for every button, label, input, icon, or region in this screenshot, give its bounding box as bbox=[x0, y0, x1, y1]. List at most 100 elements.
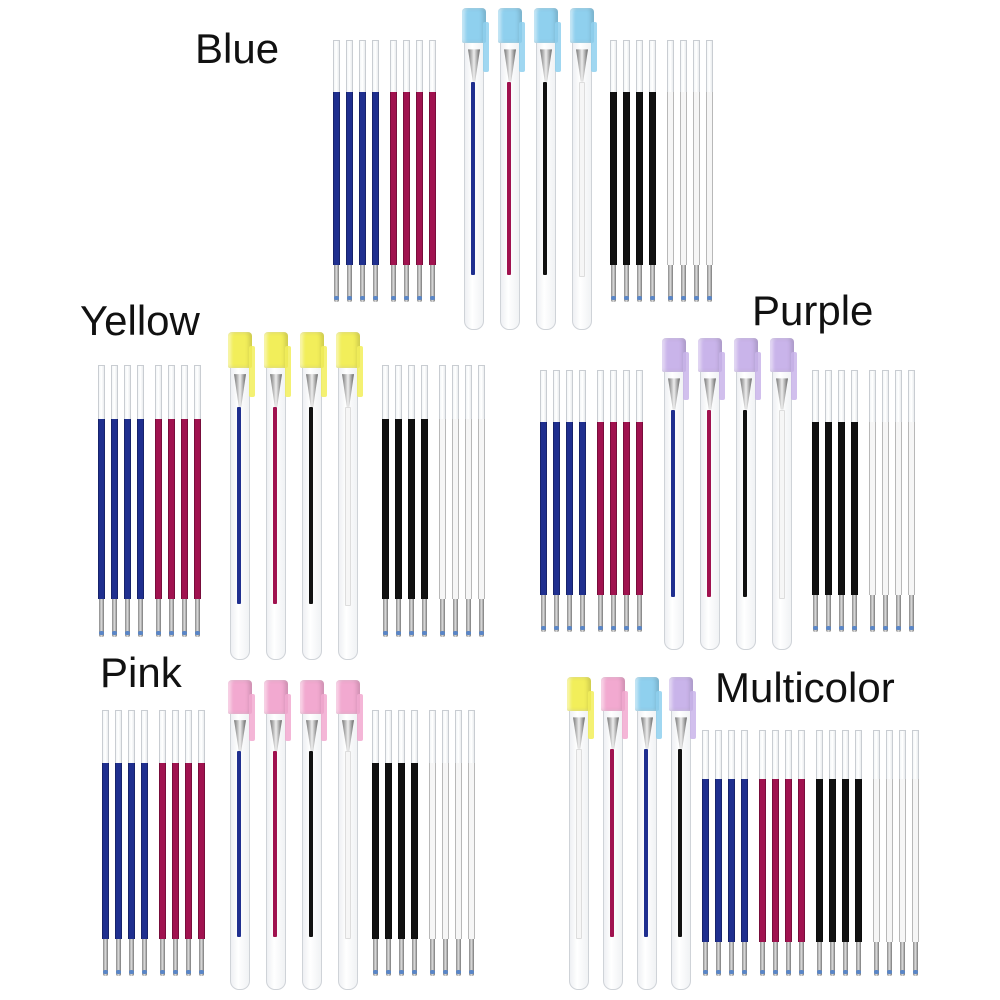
gel-pen bbox=[264, 332, 291, 660]
refill-ink bbox=[395, 419, 402, 599]
refill bbox=[421, 365, 428, 637]
refill-ink bbox=[785, 779, 792, 942]
refill-ink bbox=[168, 419, 175, 599]
refill-tip bbox=[856, 941, 861, 976]
refill-clear-section bbox=[649, 40, 656, 94]
refill-ink bbox=[610, 422, 617, 596]
variant-label-purple: Purple bbox=[752, 287, 874, 334]
refill-tip bbox=[624, 595, 629, 632]
refill bbox=[706, 40, 713, 302]
refill bbox=[785, 730, 792, 976]
refill-tip bbox=[760, 941, 765, 976]
refill-clear-section bbox=[816, 730, 823, 781]
pen-cap bbox=[228, 680, 252, 715]
refill-tip bbox=[611, 595, 616, 632]
pen-ink bbox=[345, 406, 351, 606]
refill-ink bbox=[579, 422, 586, 596]
refill-clear-section bbox=[346, 40, 353, 94]
refill bbox=[772, 730, 779, 976]
refill-clear-section bbox=[137, 365, 144, 421]
refill bbox=[429, 710, 436, 976]
variant-label-pink: Pink bbox=[100, 649, 182, 696]
refill-ink bbox=[452, 419, 459, 599]
refill-clear-section bbox=[124, 365, 131, 421]
pen-ink bbox=[610, 748, 614, 937]
refill bbox=[667, 40, 674, 302]
pen-cap bbox=[635, 677, 659, 712]
refill-tip bbox=[913, 941, 918, 976]
refill-ink bbox=[385, 763, 392, 939]
refill bbox=[579, 370, 586, 632]
refill-tip bbox=[852, 595, 857, 632]
refill-ink bbox=[141, 763, 148, 939]
refill-clear-section bbox=[398, 710, 405, 765]
refill-ink bbox=[124, 419, 131, 599]
refill-tip bbox=[469, 938, 474, 976]
refill-ink bbox=[429, 763, 436, 939]
refill-tip bbox=[334, 265, 339, 302]
refill-tip bbox=[156, 598, 161, 637]
refill-clear-section bbox=[372, 710, 379, 765]
refill-tip bbox=[694, 265, 699, 302]
pen-clip bbox=[791, 351, 797, 400]
refill-clear-section bbox=[899, 730, 906, 781]
refill-tip bbox=[887, 941, 892, 976]
refill-clear-section bbox=[442, 710, 449, 765]
pen-cap bbox=[462, 8, 486, 44]
refill-tip bbox=[173, 938, 178, 976]
refill-clear-section bbox=[579, 370, 586, 424]
refill-tip bbox=[112, 598, 117, 637]
refill-clear-section bbox=[873, 730, 880, 781]
refill-clear-section bbox=[111, 365, 118, 421]
refill-tip bbox=[373, 938, 378, 976]
pen-clip bbox=[519, 22, 525, 72]
refill-ink bbox=[855, 779, 862, 942]
refill-tip bbox=[195, 598, 200, 637]
refill bbox=[382, 365, 389, 637]
pen-ink bbox=[707, 409, 711, 597]
refill-clear-section bbox=[912, 730, 919, 781]
refill bbox=[610, 370, 617, 632]
refill bbox=[333, 40, 340, 302]
refill bbox=[128, 710, 135, 976]
refill-clear-section bbox=[159, 710, 166, 765]
refill-clear-section bbox=[372, 40, 379, 94]
refill-tip bbox=[909, 595, 914, 632]
refill-ink bbox=[816, 779, 823, 942]
refill bbox=[741, 730, 748, 976]
refill-clear-section bbox=[882, 370, 889, 424]
pen-cap bbox=[770, 338, 794, 373]
refill-clear-section bbox=[715, 730, 722, 781]
gel-pen bbox=[635, 677, 662, 990]
refill bbox=[623, 370, 630, 632]
refill bbox=[816, 730, 823, 976]
refill-clear-section bbox=[172, 710, 179, 765]
refill bbox=[111, 365, 118, 637]
refill-tip bbox=[843, 941, 848, 976]
refill-ink bbox=[390, 92, 397, 266]
refill-ink bbox=[411, 763, 418, 939]
refill-ink bbox=[667, 92, 674, 266]
refill-clear-section bbox=[759, 730, 766, 781]
refill bbox=[566, 370, 573, 632]
refill-clear-section bbox=[185, 710, 192, 765]
refill-tip bbox=[799, 941, 804, 976]
refill bbox=[728, 730, 735, 976]
refill bbox=[468, 710, 475, 976]
refill bbox=[478, 365, 485, 637]
refill bbox=[825, 370, 832, 632]
refill-tip bbox=[817, 941, 822, 976]
pen-ink bbox=[678, 748, 682, 937]
refill bbox=[403, 40, 410, 302]
pen-cap bbox=[498, 8, 522, 44]
pen-cap bbox=[264, 332, 288, 369]
pen-cap bbox=[570, 8, 594, 44]
refill bbox=[465, 365, 472, 637]
refill-ink bbox=[869, 422, 876, 596]
gel-pen bbox=[336, 332, 363, 660]
refill-clear-section bbox=[395, 365, 402, 421]
refill-clear-section bbox=[468, 710, 475, 765]
refill-ink bbox=[403, 92, 410, 266]
refill-tip bbox=[360, 265, 365, 302]
pen-clip bbox=[555, 22, 561, 72]
